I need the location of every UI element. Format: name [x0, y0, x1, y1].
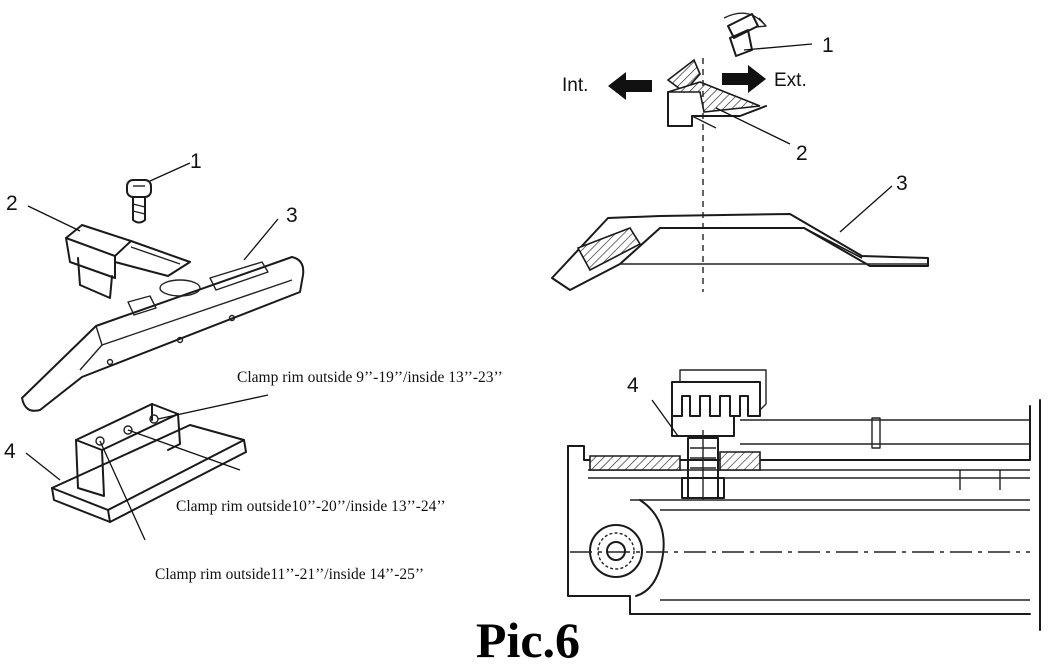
figure-caption: Pic.6 — [476, 612, 580, 668]
arrow-right-icon — [722, 65, 766, 93]
bottom-right-turntable-view: 4 — [567, 369, 1041, 631]
left-leader-lines — [25, 162, 279, 541]
serrated-jaw — [671, 369, 767, 437]
housing — [567, 399, 1041, 631]
clamp-note-upper: Clamp rim outside 9’’-19’’/inside 13’’-2… — [237, 369, 503, 386]
clamp-jaw-part — [21, 256, 305, 412]
callout-tr-rim: 3 — [896, 172, 908, 195]
left-exploded-view: 1 2 3 4 — [4, 150, 305, 541]
gear — [589, 499, 665, 597]
callout-left-jaw: 3 — [286, 204, 298, 227]
clamp-note-middle: Clamp rim outside10’’-20’’/inside 13’’-2… — [176, 498, 446, 515]
label-internal: Int. — [562, 75, 588, 96]
callout-left-wedge: 2 — [6, 192, 18, 215]
wedge-section — [666, 58, 767, 129]
wedge-part — [65, 224, 191, 299]
callout-tr-wedge: 2 — [796, 142, 808, 165]
screw-part — [126, 179, 152, 224]
bolt — [681, 430, 725, 500]
callout-left-screw: 1 — [190, 150, 202, 173]
callout-br-jaw: 4 — [627, 374, 639, 397]
screw-section — [723, 12, 767, 57]
callout-left-block: 4 — [4, 440, 16, 463]
direction-arrows: Int. Ext. — [562, 65, 807, 100]
rim-profile — [551, 213, 929, 291]
label-external: Ext. — [774, 70, 807, 91]
arrow-left-icon — [608, 72, 652, 100]
callout-tr-screw: 1 — [822, 34, 834, 57]
top-right-section-view: Int. Ext. 1 2 3 — [551, 12, 929, 292]
clamp-note-lower: Clamp rim outside11’’-21’’/inside 14’’-2… — [155, 566, 424, 583]
